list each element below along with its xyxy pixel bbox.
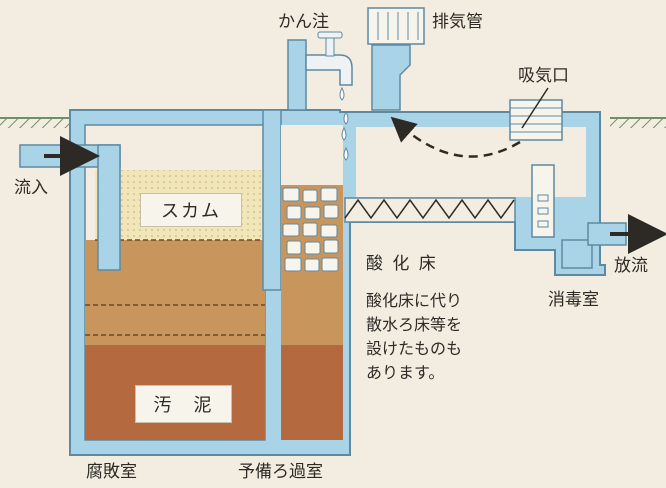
inflow-label: 流入 [14,178,48,198]
filter-stones [282,187,339,272]
oxidation-bed-note: 酸化床に代り 散水ろ床等を 設けたものも あります。 [366,289,462,385]
oxidation-bed-label: 酸 化 床 [366,254,438,274]
disinfect-slot-3 [537,220,549,228]
intake-pointer [521,87,549,129]
note-line-2: 散水ろ床等を [366,315,463,334]
exhaust-pipe-label: 排気管 [432,12,483,32]
note-line-3: 設けたものも [366,339,463,358]
prefilter-top [281,125,343,185]
note-line-4: あります。 [366,363,445,382]
ground-left [0,118,75,128]
airflow-arrow [390,116,521,158]
disinfection-room-label: 消毒室 [548,290,599,310]
sludge-label: 汚 泥 [135,385,232,423]
baffle-wall [262,109,282,291]
intake-label: 吸気口 [518,66,569,86]
prefilter-lower [281,345,343,440]
water-drops [339,86,349,161]
faucet-label: かん注 [278,12,329,32]
exhaust-pipe [367,7,425,111]
disinfect-slot-1 [537,194,549,202]
disinfection-pit [561,239,593,269]
outflow-label: 放流 [614,256,648,276]
septic-room-label: 腐敗室 [86,462,137,482]
note-line-1: 酸化床に代り [366,291,463,310]
scum-label: スカム [140,193,242,227]
faucet-icon [287,31,353,111]
inlet-tee [97,144,121,271]
disinfect-slot-2 [537,207,549,215]
oxidation-bed-zigzag [344,198,515,220]
prefilter-room-label: 予備ろ過室 [238,462,323,482]
ground-right [610,118,666,128]
